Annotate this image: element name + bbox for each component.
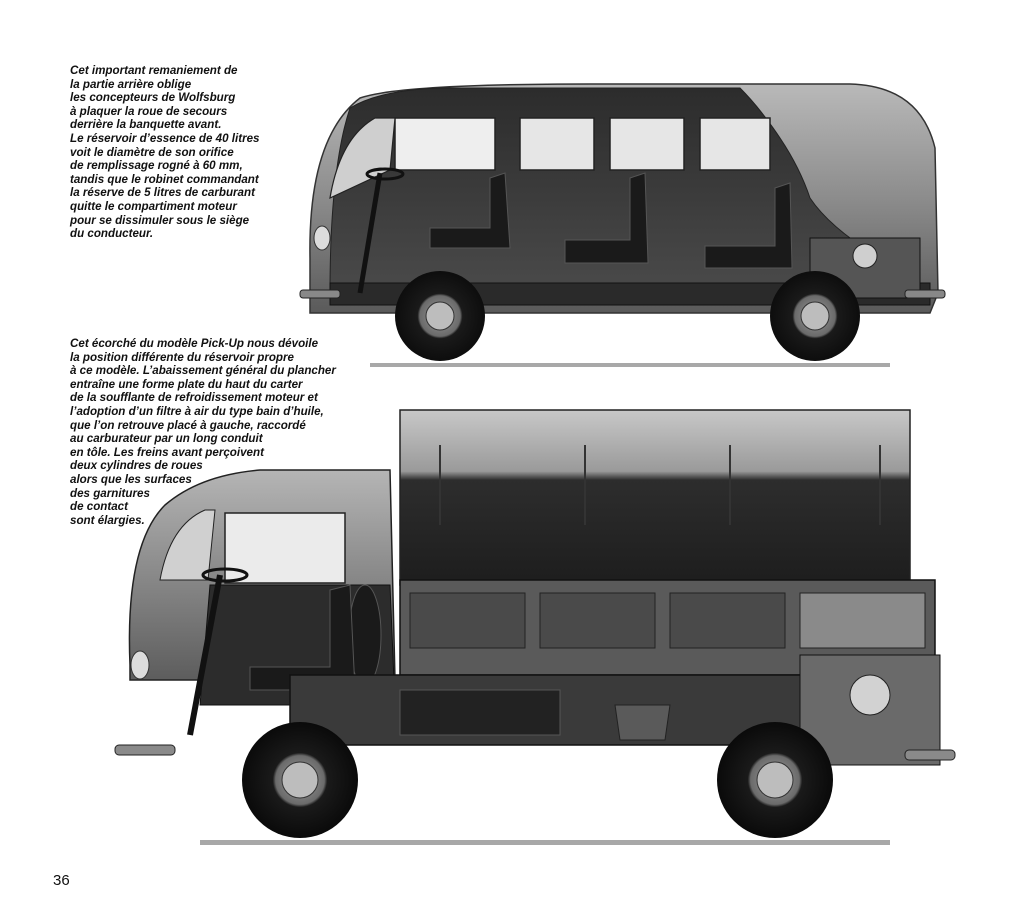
caption-line: pour se dissimuler sous le siège [70, 213, 250, 227]
pickup-air-filter [849, 674, 891, 716]
caption-line: au carburateur par un long conduit [70, 432, 263, 446]
caption-line: du conducteur. [70, 227, 154, 241]
bed-panel [409, 592, 526, 649]
caption-line: à plaquer la roue de secours [70, 104, 228, 118]
pickup-cutaway-illustration [114, 409, 956, 845]
ground-line [370, 363, 890, 367]
caption-line: que l’on retrouve placé à gauche, raccor… [70, 418, 306, 432]
caption-line: de remplissage rogné à 60 mm, [70, 159, 243, 173]
caption-line: deux cylindres de roues [70, 459, 203, 473]
caption-line: alors que les surfaces [70, 472, 192, 486]
caption-line: la position différente du réservoir prop… [70, 350, 294, 364]
caption-line: les concepteurs de Wolfsburg [70, 91, 236, 105]
caption-line: sont élargies. [70, 513, 145, 527]
caption-line: de la soufflante de refroidissement mote… [70, 391, 318, 405]
page-number: 36 [53, 872, 70, 889]
bus-cab-window [394, 117, 496, 171]
bus-window [609, 117, 685, 171]
pickup-headlight [130, 650, 150, 680]
bus-front-seat [429, 172, 511, 249]
pickup-steering-wheel [201, 567, 249, 583]
bus-steering-wheel [365, 167, 405, 181]
caption-line: Cet écorché du modèle Pick-Up nous dévoi… [70, 337, 319, 350]
caption-line: la partie arrière oblige [70, 77, 192, 91]
bus-front-bumper [299, 289, 341, 299]
caption-line: Le réservoir d’essence de 40 litres [70, 131, 260, 145]
bus-middle-seat [564, 172, 649, 264]
caption-line: l’adoption d’un filtre à air du type bai… [70, 404, 324, 418]
caption-line: en tôle. Les freins avant perçoivent [70, 445, 264, 459]
caption-line: tandis que le robinet commandant [70, 172, 259, 186]
bed-panel [669, 592, 786, 649]
pickup-fuel-tank [614, 704, 671, 741]
caption-line: de contact [70, 500, 128, 514]
pickup-rear-bumper [904, 749, 956, 761]
bus-headlight [313, 225, 331, 251]
caption-line: derrière la banquette avant. [70, 118, 222, 132]
caption-line: des garnitures [70, 486, 150, 500]
caption-line: à ce modèle. L’abaissement général du pl… [70, 364, 336, 378]
pickup-front-bumper [114, 744, 176, 756]
caption-line: la réserve de 5 litres de carburant [70, 186, 255, 200]
pickup-storage-compartment [399, 689, 561, 736]
caption-line: Cet important remaniement de [70, 64, 238, 77]
caption-pickup-cutaway: Cet écorché du modèle Pick-Up nous dévoi… [70, 337, 336, 527]
bus-rear-seat [704, 182, 793, 269]
caption-line: voit le diamètre de son orifice [70, 145, 234, 159]
bus-rear-bumper [904, 289, 946, 299]
bus-windshield [329, 117, 396, 200]
bus-air-filter [852, 243, 878, 269]
bus-window [519, 117, 595, 171]
caption-line: quitte le compartiment moteur [70, 199, 237, 213]
pickup-canvas-cover [399, 409, 911, 586]
bed-panel [799, 592, 926, 649]
canvas-straps [439, 445, 881, 525]
bus-steering-column [357, 172, 383, 294]
ground-line [200, 840, 890, 845]
pickup-steering-column [187, 574, 223, 736]
bus-window [699, 117, 771, 171]
pickup-windshield [159, 509, 216, 581]
caption-line: entraîne une forme plate du haut du cart… [70, 377, 303, 391]
bed-panel [539, 592, 656, 649]
bus-cutaway-illustration [299, 83, 946, 367]
